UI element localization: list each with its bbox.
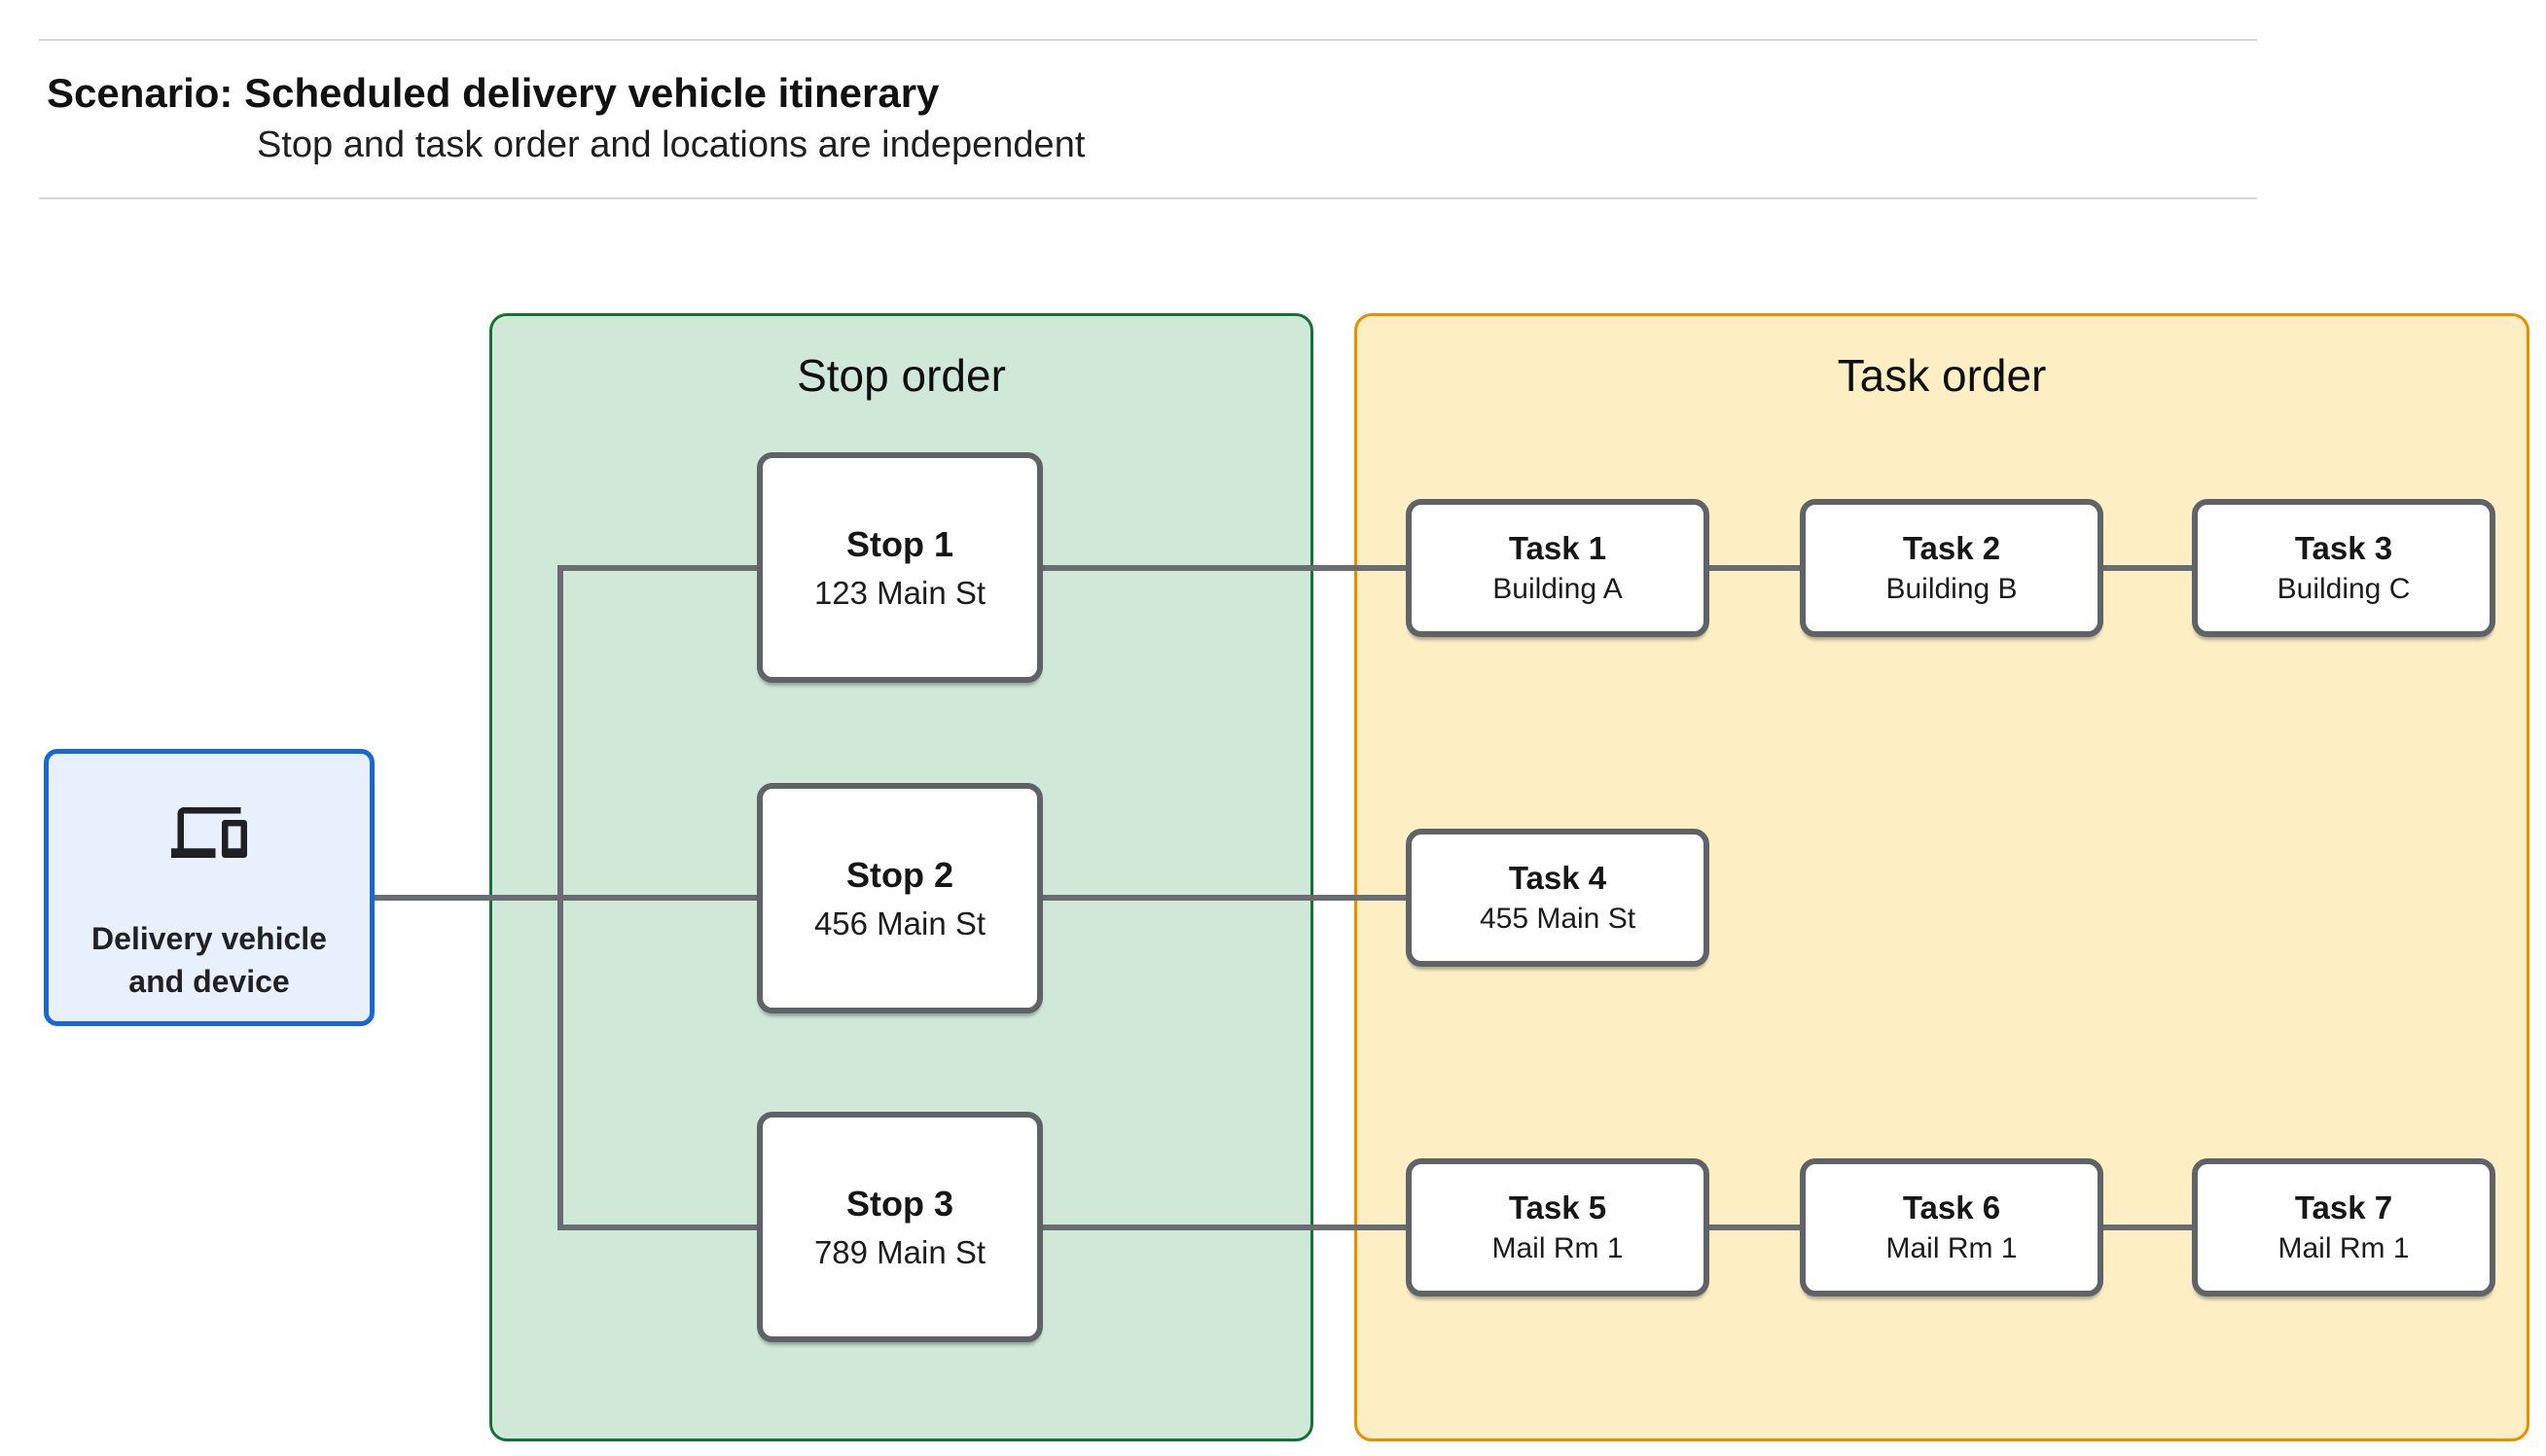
task-node-7: Task 7 Mail Rm 1 <box>2192 1158 2495 1296</box>
connector-stop2-to-task4 <box>1043 895 1406 901</box>
task-node-1: Task 1 Building A <box>1406 499 1709 637</box>
delivery-vehicle-node: Delivery vehicle and device <box>44 749 375 1026</box>
header-bottom-rule <box>39 197 2257 199</box>
node-location: Building C <box>2277 573 2411 605</box>
stop-node-1: Stop 1 123 Main St <box>757 452 1043 683</box>
connector-device-to-stop2 <box>375 895 757 901</box>
task-node-5: Task 5 Mail Rm 1 <box>1406 1158 1709 1296</box>
delivery-vehicle-label: Delivery vehicle and device <box>49 917 370 1003</box>
top-rule <box>39 39 2257 41</box>
stop-node-3: Stop 3 789 Main St <box>757 1112 1043 1342</box>
task-node-4: Task 4 455 Main St <box>1406 829 1709 967</box>
node-title: Task 1 <box>1508 530 1607 566</box>
connector-task2-to-task3 <box>2101 565 2192 571</box>
node-location: Mail Rm 1 <box>1491 1232 1624 1264</box>
devices-icon <box>49 795 370 870</box>
connector-stop3-to-task5 <box>1043 1225 1406 1230</box>
delivery-vehicle-label-line2: and device <box>128 964 290 1000</box>
node-title: Task 4 <box>1508 860 1607 896</box>
node-location: 123 Main St <box>813 574 986 611</box>
page-subtitle: Stop and task order and locations are in… <box>257 124 1086 165</box>
connector-task5-to-task6 <box>1709 1225 1800 1230</box>
node-location: Mail Rm 1 <box>2277 1232 2410 1264</box>
node-location: 456 Main St <box>813 905 986 941</box>
delivery-vehicle-label-line1: Delivery vehicle <box>91 921 327 956</box>
connector-task6-to-task7 <box>2101 1225 2192 1230</box>
node-location: Building B <box>1885 573 2018 605</box>
stop-node-2: Stop 2 456 Main St <box>757 783 1043 1013</box>
connector-trunk-to-stop1 <box>560 565 757 571</box>
connector-stop1-to-task1 <box>1043 565 1406 571</box>
node-title: Task 5 <box>1508 1190 1607 1225</box>
stop-order-title: Stop order <box>797 350 1006 401</box>
node-location: Mail Rm 1 <box>1885 1232 2018 1264</box>
task-node-3: Task 3 Building C <box>2192 499 2495 637</box>
node-location: Building A <box>1492 573 1623 605</box>
node-title: Stop 1 <box>845 523 953 564</box>
node-title: Task 7 <box>2294 1190 2393 1225</box>
connector-trunk-to-stop3 <box>560 1225 757 1230</box>
page-title: Scenario: Scheduled delivery vehicle iti… <box>47 70 940 116</box>
task-node-2: Task 2 Building B <box>1800 499 2103 637</box>
connector-trunk-vertical <box>557 565 563 1230</box>
node-title: Stop 3 <box>845 1183 953 1224</box>
node-location: 455 Main St <box>1479 903 1636 935</box>
node-title: Stop 2 <box>845 854 953 895</box>
node-title: Task 3 <box>2294 530 2393 566</box>
task-order-title: Task order <box>1837 350 2047 401</box>
node-location: 789 Main St <box>813 1233 986 1270</box>
node-title: Task 6 <box>1902 1190 2001 1225</box>
connector-task1-to-task2 <box>1709 565 1800 571</box>
node-title: Task 2 <box>1902 530 2001 566</box>
task-node-6: Task 6 Mail Rm 1 <box>1800 1158 2103 1296</box>
